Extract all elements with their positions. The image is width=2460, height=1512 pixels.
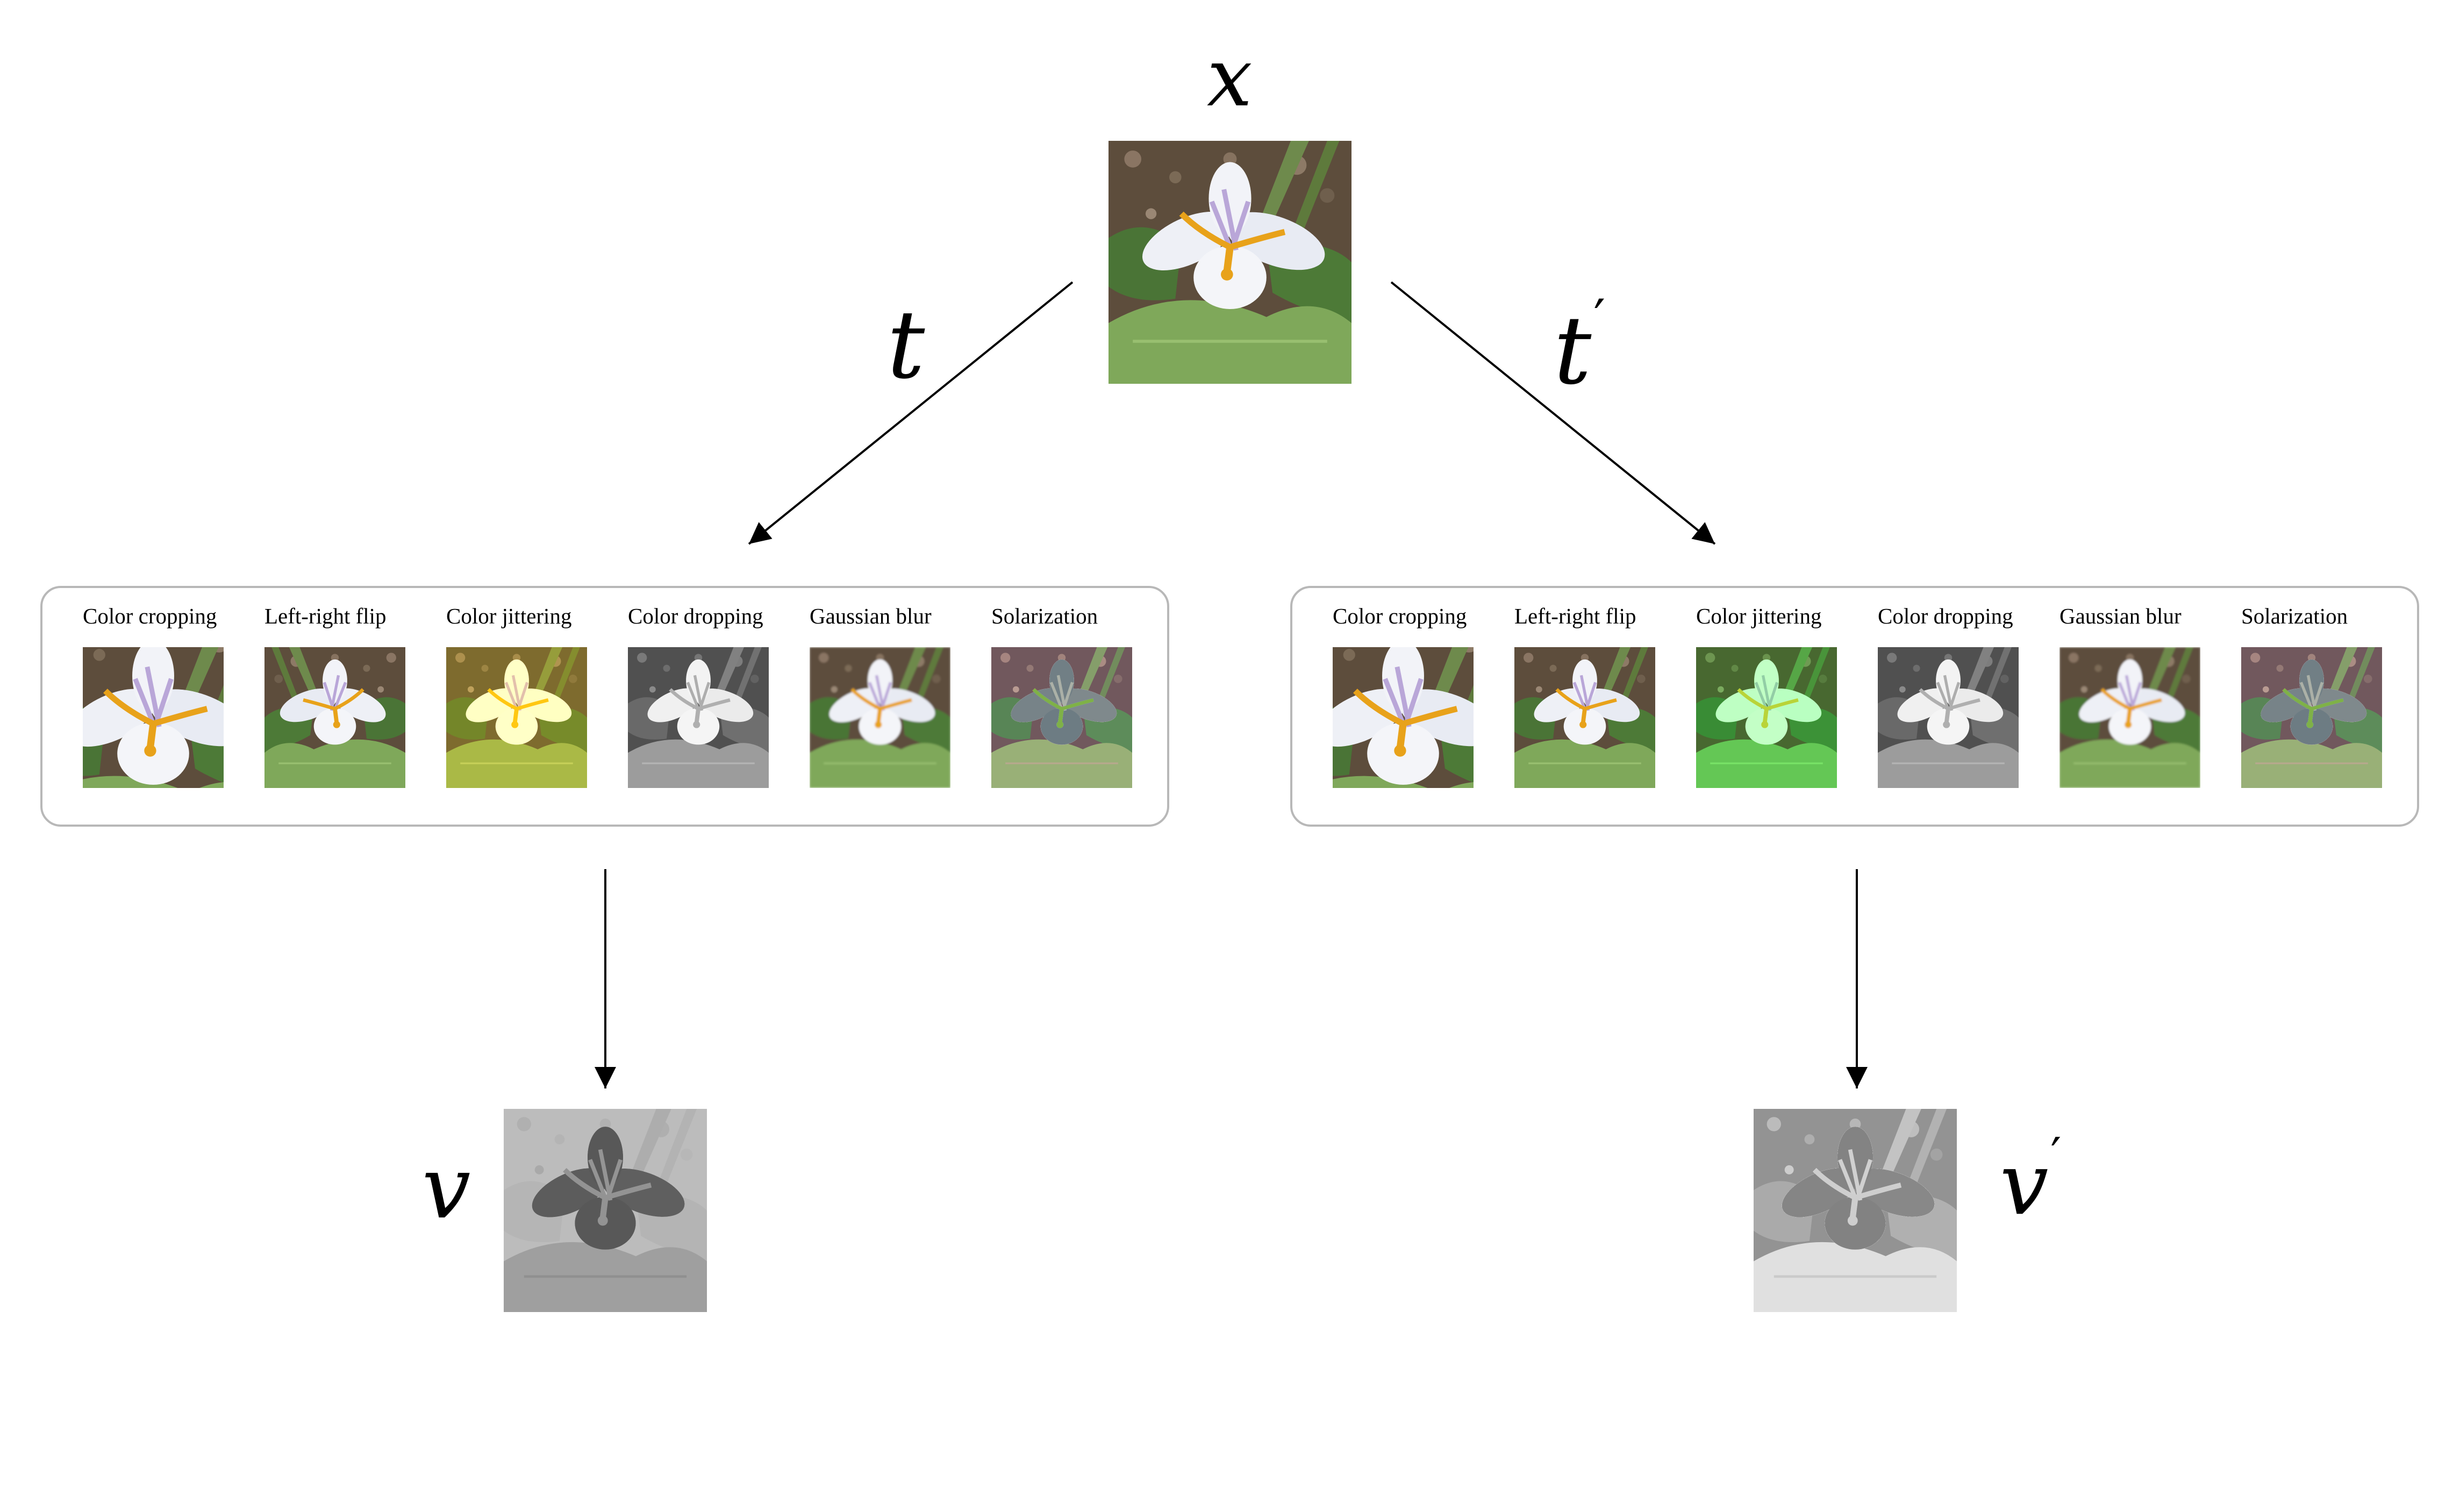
augmentation-panel-right: Color cropping Left-right flip Color jitte… xyxy=(1290,586,2419,827)
augmentation-thumbnail xyxy=(2059,647,2200,788)
augmentation-item: Color cropping xyxy=(83,588,244,814)
augmentation-item: Color cropping xyxy=(1333,588,1494,814)
augmentation-item: Left-right flip xyxy=(1514,588,1676,814)
label-v: v xyxy=(422,1137,471,1238)
iris-flower-icon xyxy=(1878,647,2019,788)
augmentation-label: Solarization xyxy=(2241,604,2348,628)
augmentation-item: Color dropping xyxy=(628,588,789,814)
label-t-prime: t′ xyxy=(1554,289,1606,406)
augmentation-item: Color jittering xyxy=(446,588,607,814)
augmentation-item: Solarization xyxy=(991,588,1153,814)
augmentation-label: Gaussian blur xyxy=(810,604,932,628)
iris-flower-icon xyxy=(810,647,950,788)
augmentation-label: Color cropping xyxy=(83,604,217,628)
augmentation-label: Left-right flip xyxy=(264,604,387,628)
iris-flower-icon xyxy=(628,647,769,788)
iris-flower-icon xyxy=(264,647,405,788)
augmentation-thumbnail xyxy=(1514,647,1655,788)
label-v-prime: v′ xyxy=(2000,1127,2062,1235)
augmentation-label: Color jittering xyxy=(1696,604,1822,628)
iris-flower-icon xyxy=(446,647,587,788)
iris-flower-icon xyxy=(1333,647,1474,788)
augmentation-thumbnail xyxy=(83,647,224,788)
iris-flower-icon xyxy=(991,647,1132,788)
iris-flower-icon xyxy=(1754,1109,1957,1312)
augmentation-thumbnail xyxy=(1333,647,1474,788)
augmentation-item: Color dropping xyxy=(1878,588,2039,814)
augmentation-thumbnail xyxy=(1696,647,1837,788)
augmentation-item: Solarization xyxy=(2241,588,2402,814)
augmentation-thumbnail xyxy=(810,647,950,788)
augmentation-thumbnail xyxy=(1878,647,2019,788)
arrow-t-prime xyxy=(1390,281,1716,545)
augmentation-item: Gaussian blur xyxy=(810,588,971,814)
iris-flower-icon xyxy=(1696,647,1837,788)
augmentation-thumbnail xyxy=(446,647,587,788)
augmented-view-v xyxy=(504,1109,707,1312)
augmentation-item: Gaussian blur xyxy=(2059,588,2221,814)
iris-flower-icon xyxy=(1514,647,1655,788)
augmentation-label: Color jittering xyxy=(446,604,572,628)
augmentation-thumbnail xyxy=(264,647,405,788)
iris-flower-icon xyxy=(83,647,224,788)
augmentation-label: Color dropping xyxy=(628,604,763,628)
iris-flower-icon xyxy=(504,1109,707,1312)
augmentation-label: Color cropping xyxy=(1333,604,1467,628)
original-image xyxy=(1109,141,1351,384)
iris-flower-icon xyxy=(1109,141,1351,384)
augmentation-label: Solarization xyxy=(991,604,1098,628)
augmented-view-v-prime xyxy=(1754,1109,1957,1312)
iris-flower-icon xyxy=(2241,647,2382,788)
augmentation-panel-left: Color cropping Left-right flip Color jitte… xyxy=(40,586,1169,827)
augmentation-item: Color jittering xyxy=(1696,588,1857,814)
augmentation-thumbnail xyxy=(628,647,769,788)
augmentation-label: Gaussian blur xyxy=(2059,604,2182,628)
augmentation-thumbnail xyxy=(2241,647,2382,788)
iris-flower-icon xyxy=(2059,647,2200,788)
augmentation-thumbnail xyxy=(991,647,1132,788)
label-x: x xyxy=(1207,31,1253,125)
augmentation-label: Left-right flip xyxy=(1514,604,1636,628)
label-t: t xyxy=(887,291,925,400)
augmentation-item: Left-right flip xyxy=(264,588,426,814)
augmentation-label: Color dropping xyxy=(1878,604,2013,628)
